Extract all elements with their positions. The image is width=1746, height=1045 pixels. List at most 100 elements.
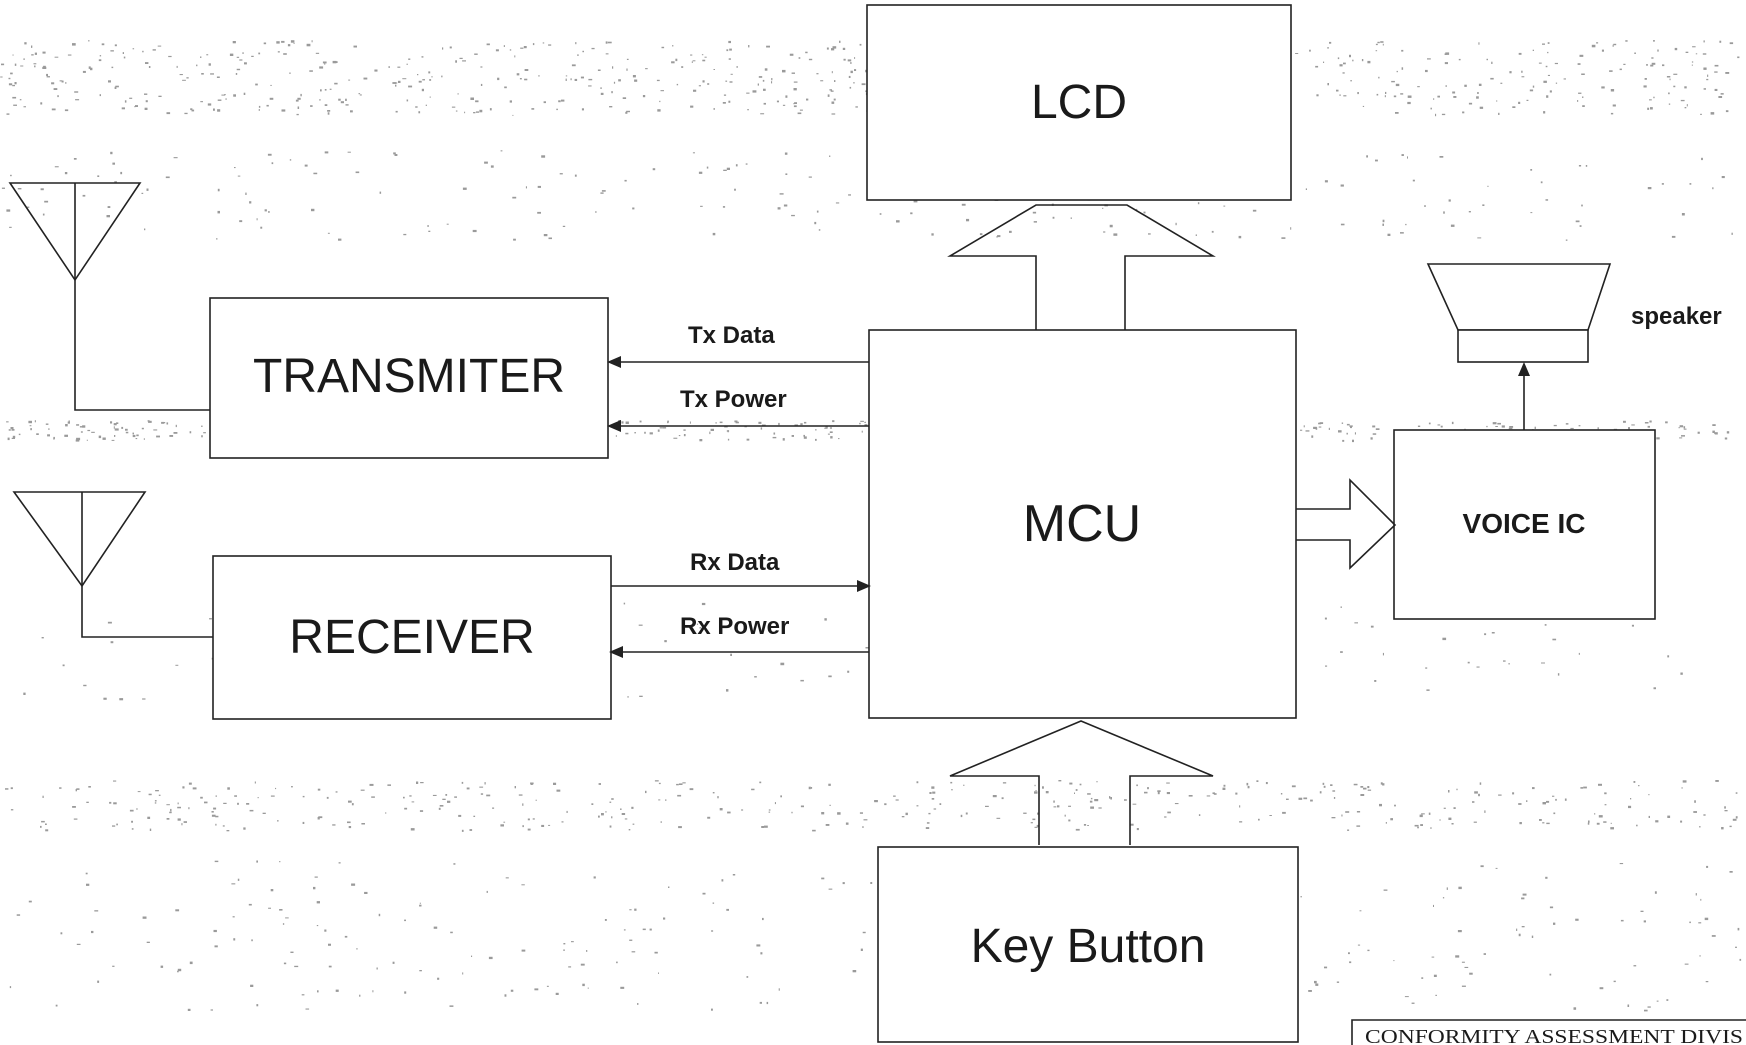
speckle [1610, 827, 1614, 830]
speckle [1281, 237, 1286, 239]
speckle [319, 99, 321, 101]
speckle [1394, 804, 1396, 807]
speckle [1509, 426, 1514, 428]
speckle [34, 65, 36, 68]
speckle [565, 78, 567, 81]
speckle [729, 48, 732, 51]
speckle [621, 421, 624, 424]
speckle [979, 233, 983, 236]
speckle [1001, 797, 1004, 800]
speckle [427, 225, 429, 227]
speckle [88, 40, 90, 42]
speckle [223, 802, 227, 804]
speckle [129, 97, 133, 99]
speckle [154, 802, 157, 804]
speckle [1083, 824, 1087, 826]
speckle [1651, 62, 1656, 65]
speckle [1318, 426, 1322, 428]
speckle [645, 790, 647, 794]
speckle [1375, 50, 1378, 52]
speckle [129, 809, 134, 812]
speckle [64, 172, 68, 175]
speckle [243, 827, 246, 830]
speckle [17, 188, 22, 190]
speckle [727, 811, 731, 814]
speckle [548, 237, 552, 240]
speckle [183, 821, 187, 823]
speckle [778, 988, 780, 991]
speckle [723, 94, 727, 96]
speckle [707, 816, 711, 819]
speckle [1539, 819, 1542, 821]
speckle [598, 783, 601, 785]
speckle [1464, 966, 1469, 968]
speckle [217, 210, 220, 214]
speckle [1651, 57, 1654, 59]
speckle [1372, 425, 1376, 428]
speckle [833, 98, 836, 101]
speckle [206, 54, 209, 56]
speckle [895, 799, 899, 801]
speckle [393, 152, 396, 155]
speckle [1623, 63, 1626, 65]
speckle [1322, 782, 1325, 785]
speckle [1653, 96, 1655, 99]
speckle [215, 795, 217, 797]
speckle [256, 1004, 259, 1007]
speckle [316, 901, 320, 904]
speckle [348, 800, 352, 803]
speckle [639, 695, 643, 697]
speckle [1222, 787, 1226, 790]
speckle [420, 782, 424, 784]
speckle [289, 159, 292, 161]
speckle [657, 429, 660, 432]
speckle [231, 883, 236, 885]
speckle [211, 811, 214, 813]
speckle [1724, 437, 1728, 440]
speckle [113, 423, 117, 426]
speckle [818, 229, 821, 231]
speckle [1684, 107, 1687, 109]
speckle [300, 93, 302, 97]
speckle [631, 951, 636, 953]
speckle [1601, 86, 1605, 89]
speckle [490, 165, 494, 168]
speckle [1382, 783, 1385, 786]
speckle [782, 438, 785, 441]
speckle [1305, 188, 1307, 190]
speckle [1407, 95, 1412, 98]
speckle [678, 783, 683, 785]
speckle [1457, 930, 1462, 933]
speckle [101, 43, 105, 46]
speckle [1683, 426, 1686, 429]
speckle [566, 810, 568, 813]
speckle [1478, 42, 1480, 45]
speckle [1609, 70, 1613, 72]
speckle [186, 77, 189, 79]
speckle [112, 162, 115, 165]
speckle [320, 89, 322, 92]
speckle [136, 434, 139, 437]
speckle [403, 796, 405, 799]
speckle [555, 992, 559, 995]
speckle [1578, 165, 1582, 167]
speckle [217, 99, 222, 101]
speckle [395, 84, 397, 87]
speckle [1068, 805, 1071, 807]
speckle [512, 114, 514, 116]
speckle [762, 917, 764, 921]
speckle [111, 66, 114, 69]
speckle [1300, 429, 1303, 431]
speckle [324, 151, 329, 154]
speckle [1343, 62, 1346, 65]
speckle [62, 664, 65, 667]
speckle [1678, 427, 1680, 429]
speckle [1362, 105, 1365, 107]
speckle [530, 782, 534, 785]
speckle [996, 236, 998, 238]
speckle [548, 824, 551, 826]
speckle [43, 65, 46, 68]
speckle [1136, 784, 1138, 787]
speckle [1053, 806, 1057, 808]
speckle [119, 698, 124, 701]
